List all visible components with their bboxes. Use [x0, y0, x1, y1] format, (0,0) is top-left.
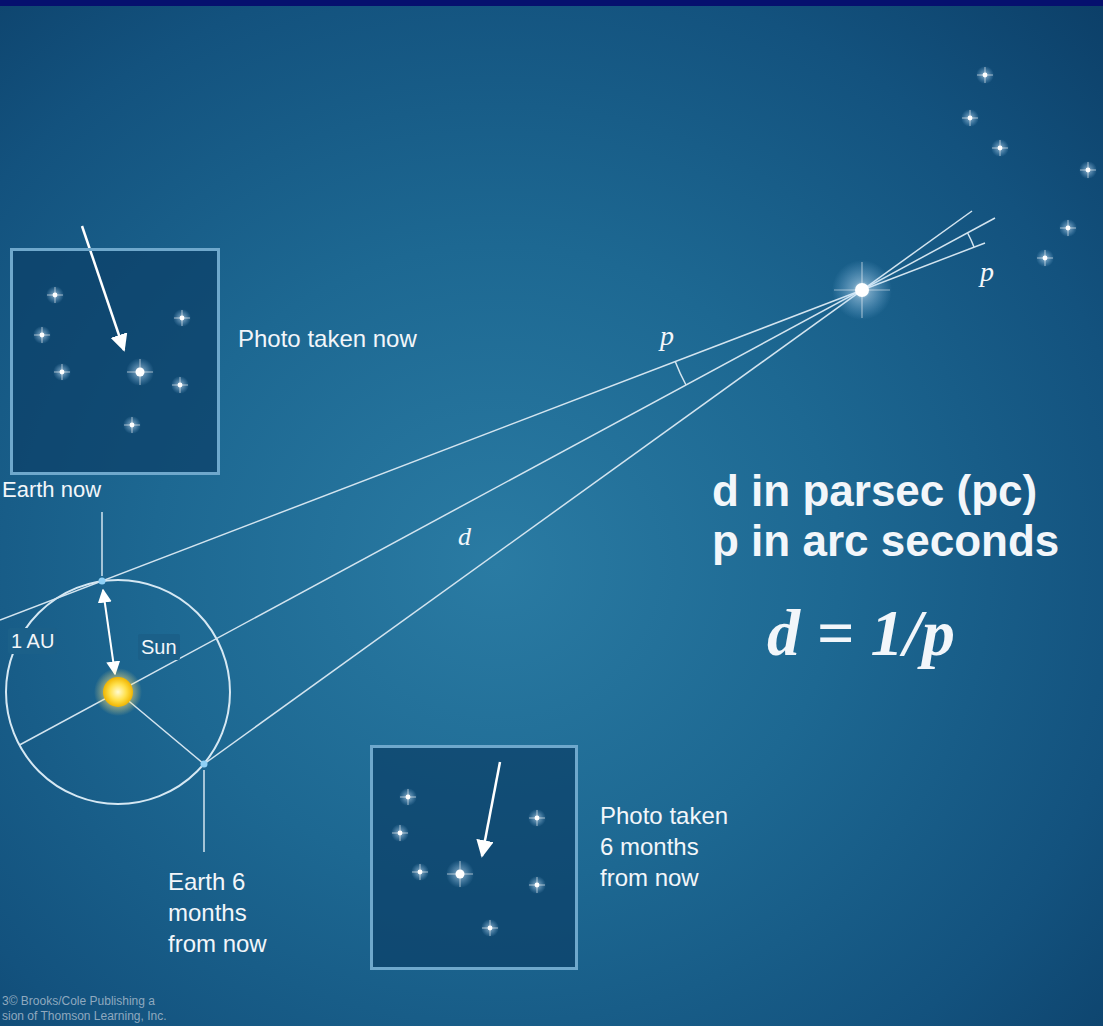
- position-label: Earth 6 months from now: [168, 866, 268, 960]
- leader-line: [101, 512, 103, 576]
- photo-ground: [10, 248, 220, 475]
- formula-note: d in parsec (pc): [712, 462, 1037, 519]
- earth-dot: [99, 578, 106, 585]
- sun-label: Sun: [138, 634, 180, 660]
- angle-label: p: [660, 318, 674, 354]
- earth-orbit: [6, 580, 230, 804]
- sun: [103, 677, 133, 707]
- photo-frame: Photo taken 6 months from now: [370, 745, 578, 970]
- pointer-arrow: [82, 226, 124, 350]
- formula: d = 1/p: [767, 590, 955, 676]
- top-bar: [0, 0, 1103, 6]
- pointer-arrow: [482, 762, 500, 856]
- target-star: [832, 260, 892, 320]
- photo-caption: Photo taken 6 months from now: [600, 800, 740, 894]
- background-stars: [961, 66, 1097, 267]
- leader-line: [203, 770, 205, 852]
- position-label: Earth now: [2, 476, 101, 505]
- angle-arc: [968, 233, 974, 247]
- sun-halo: [94, 668, 142, 716]
- distance-label: d: [458, 520, 471, 554]
- photo-frame: Photo taken now: [10, 248, 220, 475]
- photo-caption: Photo taken now: [238, 323, 417, 354]
- copyright-note: sion of Thomson Learning, Inc.: [2, 1009, 167, 1025]
- copyright-note: 3© Brooks/Cole Publishing a: [2, 994, 155, 1010]
- earth-dot: [201, 761, 208, 768]
- distance-arrow: [103, 590, 115, 674]
- photo-ground: [370, 745, 578, 970]
- distance-label: 1 AU: [8, 628, 57, 654]
- photo-stars: [391, 788, 546, 937]
- angle-label: p: [980, 254, 994, 290]
- angle-arc: [675, 362, 686, 385]
- photo-stars: [33, 286, 191, 434]
- formula-note: p in arc seconds: [712, 512, 1059, 569]
